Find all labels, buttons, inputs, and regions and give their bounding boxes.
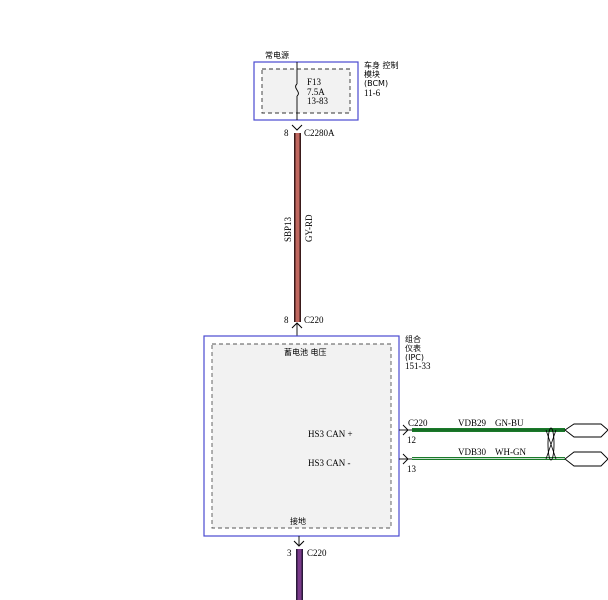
bcm-fuse-inner-box bbox=[261, 68, 351, 114]
connector-c220-bottom-label: C220 bbox=[307, 548, 327, 558]
pin-13-label: 13 bbox=[407, 464, 417, 474]
bcm-pin-number: 8 bbox=[284, 128, 289, 138]
connector-c220-bottom-icon bbox=[293, 540, 305, 547]
offpage-arrow-vdb30[interactable] bbox=[564, 451, 608, 467]
connector-c2280a-label: C2280A bbox=[304, 128, 335, 138]
fuse-ref-link[interactable]: 13-83 bbox=[307, 96, 328, 106]
wire-color-wh-gn: WH-GN bbox=[495, 447, 526, 457]
wire-color-gy-rd: GY-RD bbox=[304, 214, 314, 242]
wire-color-gn-bu: GN-BU bbox=[495, 418, 524, 428]
ipc-pin-top: 8 bbox=[284, 315, 289, 325]
bcm-ref-link[interactable]: 11-6 bbox=[364, 88, 381, 98]
connector-c220-top-label: C220 bbox=[304, 315, 324, 325]
hs3-can-plus-label: HS3 CAN + bbox=[308, 429, 353, 439]
ipc-name-line2: 仪表 bbox=[405, 343, 421, 353]
ipc-name-line3: (IPC) bbox=[405, 353, 424, 362]
ground-label: 接地 bbox=[290, 516, 306, 526]
hs3-can-minus-label: HS3 CAN - bbox=[308, 458, 351, 468]
bcm-name-line3: (BCM) bbox=[364, 79, 388, 88]
ipc-pin-bottom: 3 bbox=[287, 548, 292, 558]
fuse-icon bbox=[295, 62, 299, 120]
bcm-name-line1: 车身 控制 bbox=[364, 60, 399, 70]
twisted-pair-icon bbox=[545, 427, 557, 461]
pin-12-label: 12 bbox=[407, 435, 416, 445]
fuse-rating: 7.5A bbox=[307, 87, 325, 97]
wire-sbp13-color-stripe bbox=[295, 133, 300, 322]
connector-c2280a-icon bbox=[291, 124, 303, 131]
wire-circuit-vdb29: VDB29 bbox=[458, 418, 487, 428]
wire-ground-color-stripe bbox=[297, 549, 302, 600]
battery-voltage-label: 蓄电池 电压 bbox=[284, 347, 327, 357]
wire-circuit-sbp13: SBP13 bbox=[283, 216, 293, 242]
power-source-label: 常电源 bbox=[265, 50, 289, 60]
fuse-id: F13 bbox=[307, 77, 322, 87]
offpage-arrow-vdb29[interactable] bbox=[564, 423, 608, 438]
ipc-name-line1: 组合 bbox=[405, 334, 421, 344]
ipc-ref-link[interactable]: 151-33 bbox=[405, 361, 431, 371]
ipc-inner-box bbox=[211, 343, 392, 529]
connector-c220-right-label: C220 bbox=[408, 418, 428, 428]
wire-circuit-vdb30: VDB30 bbox=[458, 447, 487, 457]
bcm-name-line2: 模块 bbox=[364, 69, 380, 79]
